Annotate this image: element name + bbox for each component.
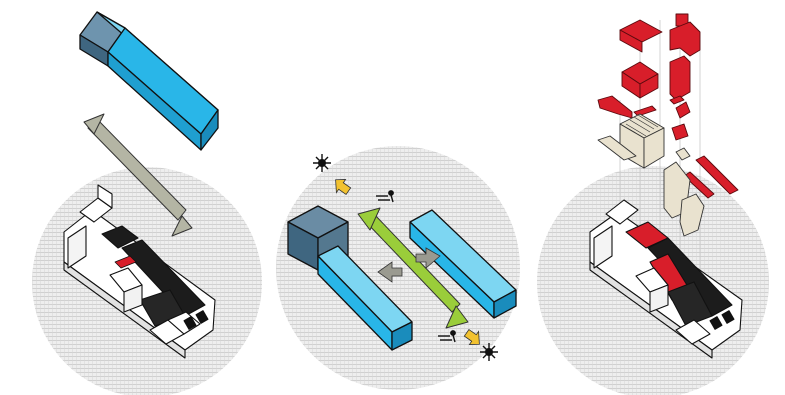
person-icon — [438, 330, 456, 343]
dark-floor — [101, 225, 139, 249]
right-volume — [409, 209, 517, 319]
sun-icon — [480, 343, 498, 361]
panel-exploded-interventions — [537, 13, 769, 395]
sun-ray-arrow — [335, 179, 352, 195]
panel-volume-orientation — [276, 146, 520, 390]
panel-existing-building — [32, 11, 262, 395]
sun-icon — [313, 154, 331, 172]
beige-components — [597, 113, 705, 237]
existing-building — [63, 184, 216, 359]
left-volume — [287, 205, 413, 351]
gray-arrow-left — [377, 261, 403, 283]
gray-arrow-right — [415, 247, 441, 269]
double-arrow-icon — [83, 113, 193, 237]
roof-grid — [625, 114, 659, 137]
red-components — [597, 13, 739, 199]
floating-volume — [79, 11, 219, 151]
sun-ray-arrow — [463, 329, 480, 345]
modified-building — [589, 199, 743, 359]
wind-icon — [376, 190, 394, 203]
double-arrow-icon — [357, 207, 469, 329]
